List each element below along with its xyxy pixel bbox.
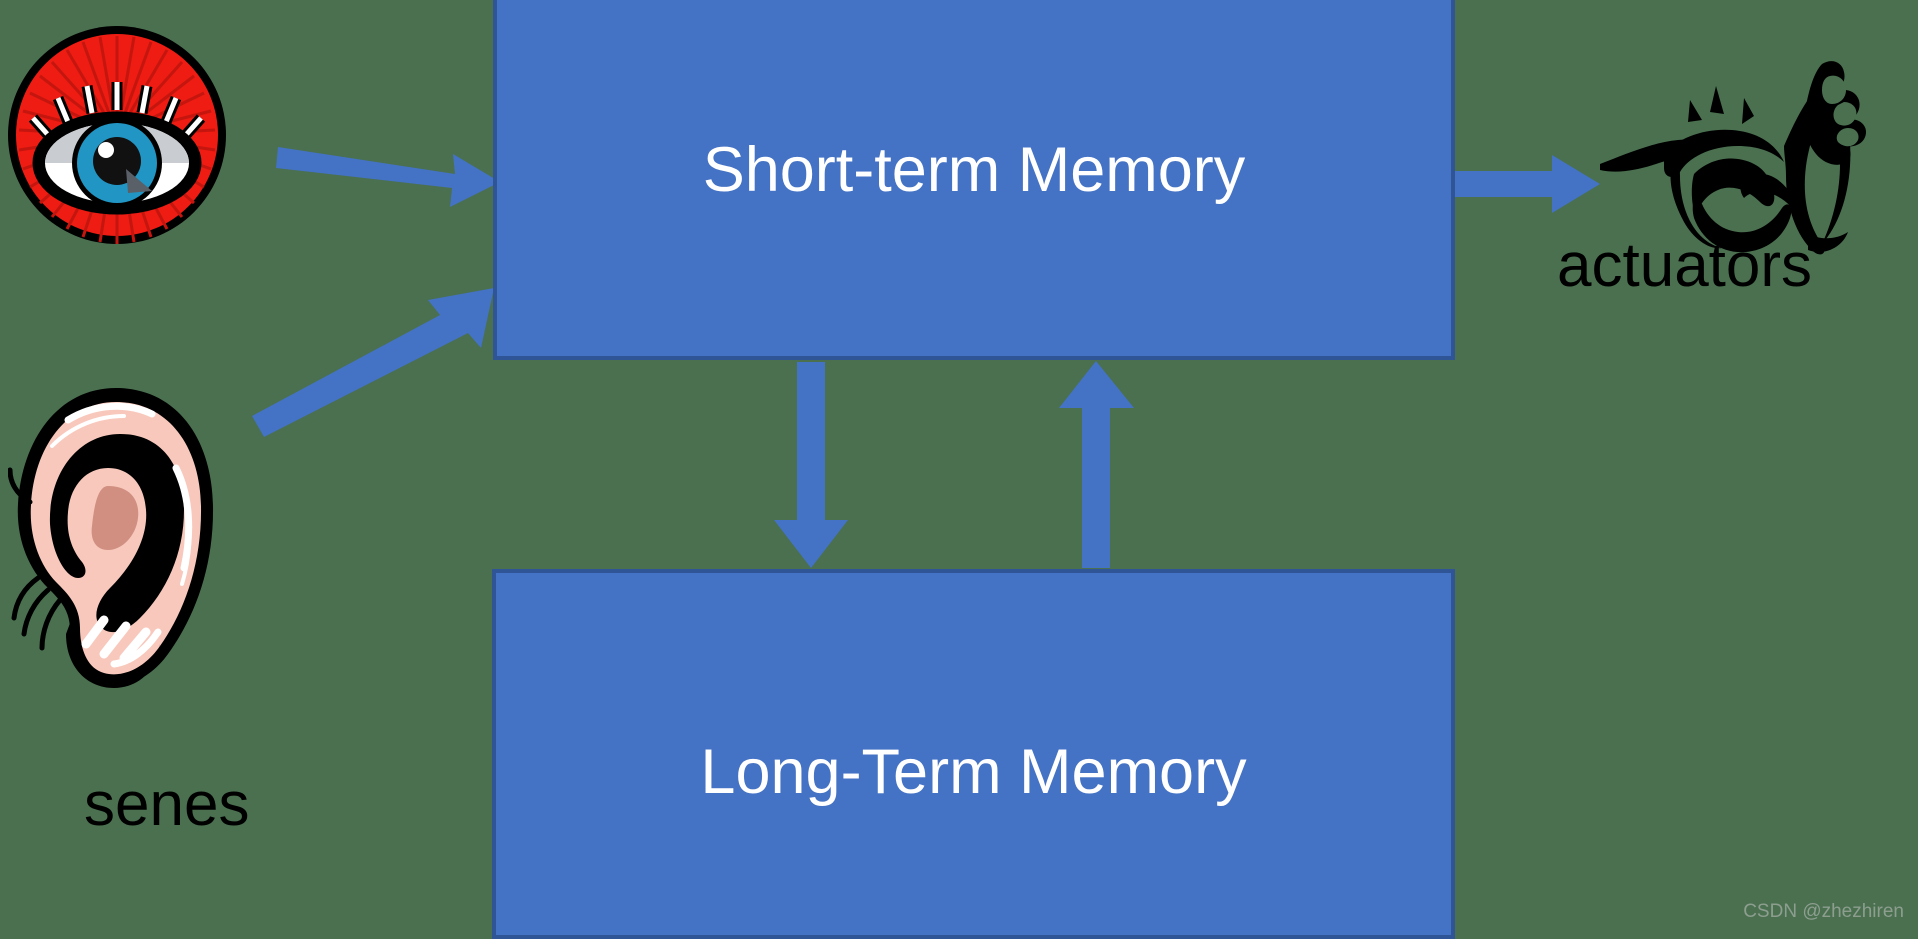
long-term-memory-label: Long-Term Memory [700, 737, 1247, 807]
short-term-memory-box[interactable]: Short-term Memory [493, 0, 1455, 360]
eye-to-stm-arrow [276, 147, 500, 207]
ltm-to-stm-arrow [1059, 361, 1134, 568]
ear-icon [7, 382, 220, 692]
short-term-memory-label: Short-term Memory [702, 135, 1246, 205]
watermark: CSDN @zhezhiren [1743, 901, 1904, 922]
actuators-label: actuators [1557, 231, 1813, 300]
muscle-arm-icon [1598, 58, 1888, 290]
senses-label: senes [84, 770, 250, 839]
eye-icon [6, 24, 228, 246]
stm-to-ltm-arrow [774, 362, 848, 568]
long-term-memory-box[interactable]: Long-Term Memory [492, 569, 1455, 939]
ear-to-stm-arrow [252, 288, 494, 437]
stm-to-actuators-arrow [1453, 155, 1600, 213]
